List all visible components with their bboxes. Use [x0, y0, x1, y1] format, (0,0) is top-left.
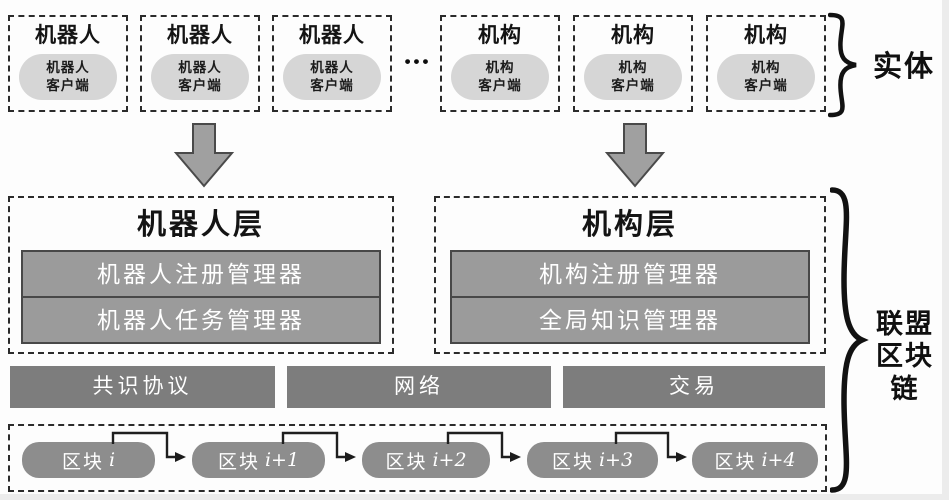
block-prefix: 区块 — [385, 451, 428, 473]
consortium-brace — [830, 187, 869, 493]
robot-layer-title: 机器人层 — [136, 209, 265, 241]
entity-title: 机器人 — [167, 24, 233, 47]
entity-box-org-3: 机构 机构 客户端 — [706, 15, 826, 112]
block-index: i+4 — [761, 449, 796, 471]
down-arrow-org — [604, 123, 666, 188]
block-i3: 区块 i+3 — [527, 442, 658, 478]
entity-title: 机器人 — [35, 24, 101, 47]
network-bar: 网络 — [287, 366, 551, 408]
block-i: 区块 i — [22, 442, 155, 478]
entity-title: 机构 — [478, 24, 522, 47]
robot-registration-manager-bar: 机器人注册管理器 — [21, 250, 381, 298]
client-label-line1: 机构 — [751, 59, 781, 75]
client-label-line2: 客户端 — [744, 78, 788, 93]
block-prefix: 区块 — [61, 451, 104, 473]
entity-title: 机构 — [744, 24, 788, 47]
entity-box-robot-2: 机器人 机器人 客户端 — [140, 15, 260, 112]
block-i1: 区块 i+1 — [192, 442, 325, 478]
block-index: i+1 — [264, 449, 300, 471]
org-client-pill: 机构 客户端 — [584, 54, 682, 100]
client-label-line2: 客户端 — [178, 78, 222, 93]
global-knowledge-manager-bar: 全局知识管理器 — [450, 296, 810, 344]
org-registration-manager-bar: 机构注册管理器 — [450, 250, 810, 298]
client-label-line1: 机器人 — [310, 59, 354, 75]
entity-brace-label: 实体 — [872, 51, 935, 83]
client-label-line2: 客户端 — [611, 78, 655, 93]
entity-box-robot-1: 机器人 机器人 客户端 — [8, 15, 128, 112]
block-index: i — [108, 449, 116, 471]
client-label-line1: 机构 — [485, 59, 515, 75]
org-layer-title: 机构层 — [581, 209, 678, 241]
entity-title: 机构 — [611, 24, 655, 47]
consortium-label-line2: 区块链 — [876, 341, 934, 404]
consortium-label-line1: 联盟 — [876, 309, 934, 339]
page-edge-right — [942, 0, 949, 500]
client-label-line2: 客户端 — [478, 78, 522, 93]
entity-box-robot-3: 机器人 机器人 客户端 — [272, 15, 392, 112]
robot-layer-box: 机器人层 机器人注册管理器 机器人任务管理器 — [8, 196, 394, 354]
robot-client-pill: 机器人 客户端 — [19, 54, 117, 100]
block-prefix: 区块 — [217, 451, 260, 473]
block-i4: 区块 i+4 — [692, 442, 818, 478]
block-prefix: 区块 — [551, 451, 594, 473]
entity-brace — [828, 12, 857, 118]
consensus-protocol-bar: 共识协议 — [10, 366, 275, 408]
entity-box-org-2: 机构 机构 客户端 — [573, 15, 693, 112]
consortium-brace-label: 联盟 区块链 — [862, 308, 948, 405]
block-index: i+2 — [432, 449, 467, 471]
org-client-pill: 机构 客户端 — [717, 54, 815, 100]
robot-client-pill: 机器人 客户端 — [151, 54, 249, 100]
ellipsis-dots: ••• — [404, 52, 432, 71]
client-label-line1: 机构 — [618, 59, 648, 75]
client-label-line1: 机器人 — [178, 59, 222, 75]
client-label-line2: 客户端 — [310, 78, 354, 93]
page-edge-bottom — [0, 494, 949, 500]
client-label-line1: 机器人 — [46, 59, 90, 75]
blockchain-chain-box — [8, 424, 827, 492]
block-index: i+3 — [598, 449, 634, 471]
robot-task-manager-bar: 机器人任务管理器 — [21, 296, 381, 344]
client-label-line2: 客户端 — [46, 78, 90, 93]
down-arrow-robot — [173, 123, 235, 188]
entity-box-org-1: 机构 机构 客户端 — [440, 15, 560, 112]
org-layer-box: 机构层 机构注册管理器 全局知识管理器 — [434, 196, 826, 354]
org-client-pill: 机构 客户端 — [451, 54, 549, 100]
transaction-bar: 交易 — [563, 366, 825, 408]
entity-title: 机器人 — [299, 24, 365, 47]
robot-client-pill: 机器人 客户端 — [283, 54, 381, 100]
block-prefix: 区块 — [714, 451, 757, 473]
block-i2: 区块 i+2 — [362, 442, 490, 478]
